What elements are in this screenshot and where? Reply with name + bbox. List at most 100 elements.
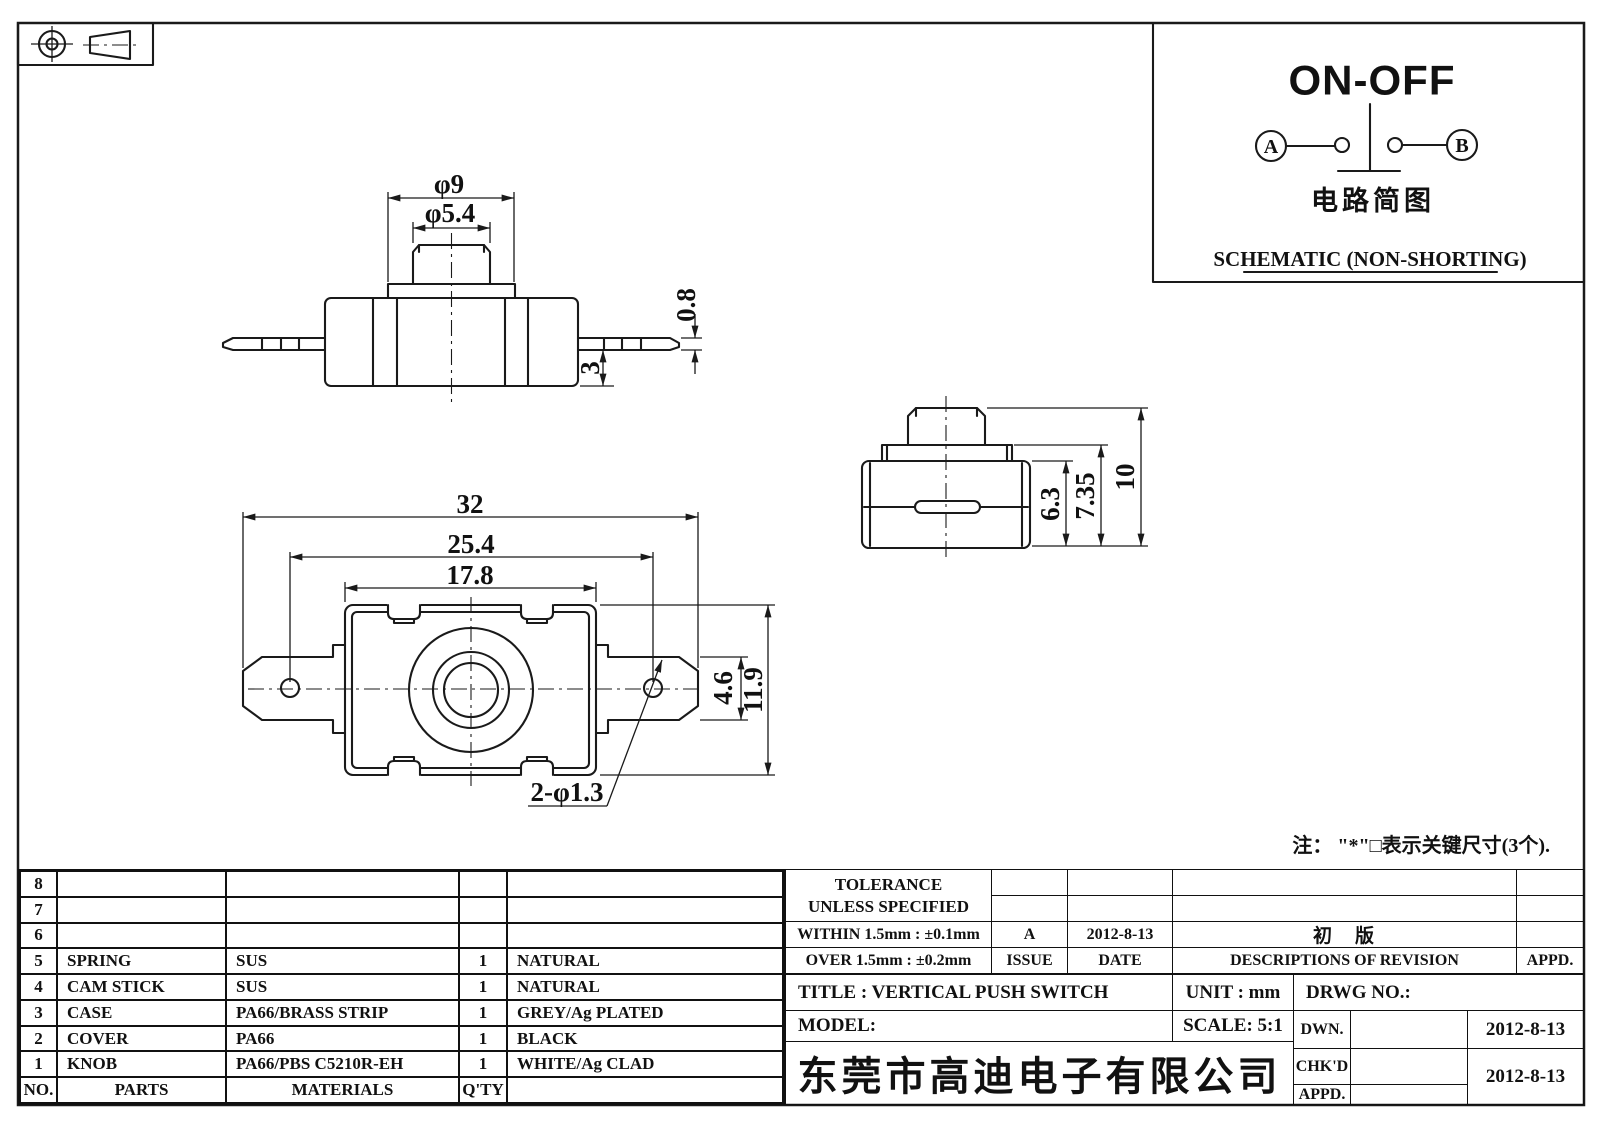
parts-cell: [226, 922, 459, 949]
scale-cell: SCALE: 5:1: [1172, 1010, 1294, 1042]
parts-cell: 1: [459, 1025, 507, 1052]
revision-empty-cell: [1172, 895, 1517, 922]
company-name: 东莞市高迪电子有限公司: [785, 1041, 1294, 1105]
parts-cell: 7: [20, 896, 57, 923]
parts-cell: 3: [20, 999, 57, 1026]
parts-cell: 1: [459, 1051, 507, 1078]
parts-cell: [459, 871, 507, 897]
parts-cell: 4: [20, 974, 57, 1000]
parts-cell: [57, 871, 226, 897]
revision-appd-label: APPD.: [1516, 947, 1584, 974]
chkd-label: CHK'D: [1293, 1048, 1351, 1085]
revision-date-value: 2012-8-13: [1067, 921, 1173, 948]
parts-cell: [459, 896, 507, 923]
parts-cell: [226, 896, 459, 923]
dim-body-height: 6.3: [1035, 487, 1065, 521]
parts-cell: CAM STICK: [57, 974, 226, 1000]
parts-cell: COVER: [57, 1025, 226, 1052]
parts-cell: GREY/Ag PLATED: [507, 999, 783, 1026]
tolerance-within: WITHIN 1.5mm : ±0.1mm: [785, 921, 992, 948]
dim-overall-width: 32: [457, 489, 484, 519]
chkd-signature-cell: [1350, 1048, 1468, 1085]
parts-header-spec: [507, 1077, 783, 1103]
schematic-diagram: ON-OFF A B 电路简图 SCHEMATIC (NON-SHORTING): [1151, 21, 1586, 284]
parts-cell: 1: [459, 948, 507, 975]
dim-body-depth: 11.9: [738, 667, 768, 713]
parts-cell: NATURAL: [507, 974, 783, 1000]
revision-empty-cell: [1516, 869, 1584, 896]
parts-cell: [507, 896, 783, 923]
parts-cell: 8: [20, 871, 57, 897]
parts-cell: BLACK: [507, 1025, 783, 1052]
terminal-b-label: B: [1455, 135, 1468, 157]
sheet-border: [16, 21, 1586, 1107]
unit-cell: UNIT : mm: [1172, 974, 1294, 1011]
parts-cell: SPRING: [57, 948, 226, 975]
parts-cell: 1: [459, 999, 507, 1026]
terminal-a-label: A: [1264, 136, 1279, 158]
parts-cell: 1: [459, 974, 507, 1000]
dim-terminal-width: 4.6: [708, 671, 738, 705]
dim-terminal-thickness: 0.8: [671, 288, 701, 322]
parts-cell: SUS: [226, 974, 459, 1000]
side-view: 6.3 7.35 10: [860, 396, 1148, 562]
dim-terminal-to-bottom: 3: [575, 361, 605, 375]
revision-empty-cell: [1516, 895, 1584, 922]
revision-issue-value: A: [991, 921, 1068, 948]
revision-description-label: DESCRIPTIONS OF REVISION: [1172, 947, 1517, 974]
parts-cell: WHITE/Ag CLAD: [507, 1051, 783, 1078]
parts-cell: [226, 871, 459, 897]
tolerance-over: OVER 1.5mm : ±0.2mm: [785, 947, 992, 974]
parts-cell: [507, 871, 783, 897]
drwg-no-cell: DRWG NO.:: [1293, 974, 1584, 1011]
revision-empty-cell: [1516, 921, 1584, 948]
dwn-signature-cell: [1350, 1010, 1468, 1049]
parts-cell: 6: [20, 922, 57, 949]
parts-cell: 5: [20, 948, 57, 975]
parts-cell: CASE: [57, 999, 226, 1026]
parts-cell: [57, 896, 226, 923]
schematic-caption-cn: 电路简图: [1311, 185, 1435, 216]
revision-description-value: 初 版: [1172, 921, 1517, 948]
parts-header-no: NO.: [20, 1077, 57, 1103]
parts-cell: [507, 922, 783, 949]
tolerance-header: TOLERANCE UNLESS SPECIFIED: [785, 869, 992, 922]
revision-empty-cell: [1172, 869, 1517, 896]
schematic-title: ON-OFF: [1289, 57, 1456, 104]
parts-cell: 1: [20, 1051, 57, 1078]
parts-cell: PA66/BRASS STRIP: [226, 999, 459, 1026]
revision-empty-cell: [991, 869, 1068, 896]
schematic-caption-en: SCHEMATIC (NON-SHORTING): [1213, 247, 1526, 271]
parts-header-qty: Q'TY: [459, 1077, 507, 1103]
parts-table: 8 7 6 5 SPRING SUS 1 NATURAL 4 CAM STICK…: [18, 869, 785, 1105]
dwn-label: DWN.: [1293, 1010, 1351, 1049]
revision-empty-cell: [1067, 869, 1173, 896]
dim-step-height: 7.35: [1070, 472, 1100, 519]
dim-total-height: 10: [1110, 464, 1140, 491]
parts-cell: PA66/PBS C5210R-EH: [226, 1051, 459, 1078]
revision-empty-cell: [1067, 895, 1173, 922]
dim-body-width: 17.8: [446, 560, 493, 590]
dim-flange-dia: φ9: [434, 169, 464, 199]
parts-cell: SUS: [226, 948, 459, 975]
tolerance-line2: UNLESS SPECIFIED: [807, 896, 970, 916]
dwn-date: 2012-8-13: [1467, 1010, 1584, 1049]
dim-hole-pitch: 25.4: [447, 529, 494, 559]
parts-cell: [57, 922, 226, 949]
parts-header-materials: MATERIALS: [226, 1077, 459, 1103]
key-dimension-note: 注： "*"□表示关键尺寸(3个).: [1292, 835, 1550, 857]
projection-symbol: [16, 21, 155, 67]
title-cell: TITLE : VERTICAL PUSH SWITCH: [785, 974, 1173, 1011]
parts-cell: NATURAL: [507, 948, 783, 975]
tolerance-line1: TOLERANCE: [834, 874, 943, 894]
dim-hole-callout: 2-φ1.3: [530, 777, 603, 807]
parts-cell: PA66: [226, 1025, 459, 1052]
appd-signature-cell: [1350, 1084, 1468, 1105]
front-view: φ9 φ5.4 0.8 3: [221, 169, 702, 402]
chkd-date: 2012-8-13: [1467, 1048, 1584, 1105]
revision-issue-label: ISSUE: [991, 947, 1068, 974]
top-view: 32 25.4 17.8 4.6 11.9 2-φ1.3: [241, 489, 775, 807]
parts-cell: [459, 922, 507, 949]
